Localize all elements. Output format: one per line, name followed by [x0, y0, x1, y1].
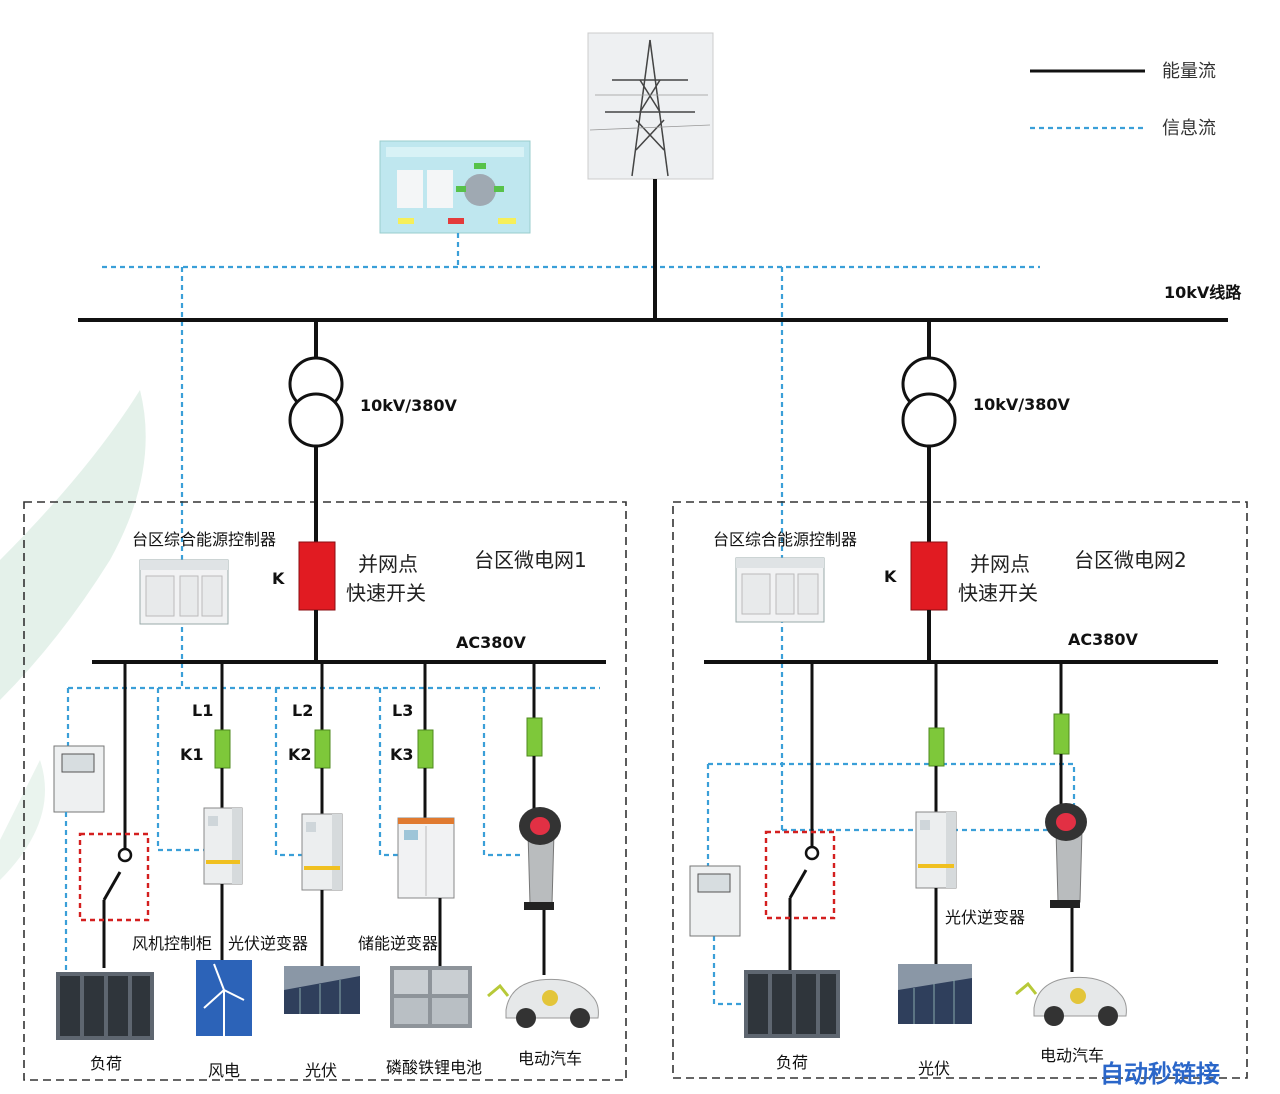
- branch-k1-label: K1: [180, 745, 204, 764]
- right-controller-label: 台区综合能源控制器: [713, 530, 857, 549]
- left-load-switch-blade: [102, 871, 122, 901]
- right-switch-label-1: 并网点: [970, 552, 1030, 576]
- pv-inverter-1-label: 光伏逆变器: [228, 934, 308, 953]
- right-load-server-image: [744, 970, 840, 1038]
- left-grid-switch: [298, 541, 336, 611]
- left-smart-meter: [53, 745, 105, 813]
- right-transformer-coil: [901, 392, 957, 448]
- left-controller-device: [139, 559, 229, 625]
- left-pv-label: 光伏: [305, 1061, 337, 1080]
- left-ev-label: 电动汽车: [518, 1049, 582, 1068]
- pv-inverter-1: [301, 813, 343, 891]
- right-smart-meter: [689, 865, 741, 937]
- left-solar-panel-image: [284, 966, 360, 1014]
- transmission-tower-image: [587, 32, 714, 180]
- pv-inverter-2-label: 光伏逆变器: [945, 908, 1025, 927]
- right-switch-k-label: K: [884, 567, 897, 586]
- left-ev-breaker: [526, 717, 543, 757]
- left-load-label: 负荷: [90, 1054, 122, 1073]
- pv-inverter-2: [915, 811, 957, 889]
- breaker-k2: [314, 729, 331, 769]
- left-ac-bus-label: AC380V: [456, 633, 527, 652]
- info-link-right-load: [712, 936, 748, 1006]
- left-controller-label: 台区综合能源控制器: [132, 530, 276, 549]
- legend-energy-label: 能量流: [1162, 61, 1216, 82]
- wind-turbine-image: [196, 960, 252, 1036]
- branch-l3-label: L3: [392, 701, 413, 720]
- left-switch-label-2: 快速开关: [346, 581, 426, 605]
- branch-k3-label: K3: [390, 745, 414, 764]
- battery-label: 磷酸铁锂电池: [386, 1058, 482, 1077]
- breaker-k1: [214, 729, 231, 769]
- branch-k2-label: K2: [288, 745, 312, 764]
- left-load-server-image: [56, 972, 154, 1040]
- background-leaf: [0, 760, 45, 880]
- right-load-label: 负荷: [776, 1053, 808, 1072]
- left-transformer-label: 10kV/380V: [360, 396, 458, 415]
- right-ev-charger: [1045, 803, 1087, 908]
- right-ev-label: 电动汽车: [1040, 1046, 1104, 1065]
- right-switch-label-2: 快速开关: [958, 581, 1038, 605]
- 10kv-line-label: 10kV线路: [1164, 283, 1242, 302]
- branch-l1-label: L1: [192, 701, 213, 720]
- microgrid-1-title: 台区微电网1: [474, 548, 587, 572]
- background-leaf: [0, 390, 146, 700]
- right-ac-bus-label: AC380V: [1068, 630, 1139, 649]
- right-load-switch-pivot: [804, 845, 820, 861]
- left-load-switch-pivot: [117, 847, 133, 863]
- wind-label: 风电: [208, 1061, 240, 1080]
- right-load-switch-blade: [788, 869, 808, 899]
- left-transformer-coil: [288, 392, 344, 448]
- right-info-bus: [708, 762, 1076, 830]
- info-link-pv-inverter: [274, 688, 302, 857]
- left-electric-car-image: [487, 978, 599, 1028]
- left-switch-label-1: 并网点: [358, 552, 418, 576]
- legend-info-label: 信息流: [1162, 118, 1216, 139]
- wind-control-cabinet: [203, 807, 243, 885]
- microgrid-1-boundary: [23, 501, 627, 1081]
- left-load-switch-box: [78, 832, 150, 922]
- right-pv-breaker: [928, 727, 945, 767]
- storage-inverter-label: 储能逆变器: [358, 934, 438, 953]
- right-load-switch-box: [764, 830, 836, 920]
- right-pv-label: 光伏: [918, 1059, 950, 1078]
- monitoring-screen-image: [379, 140, 531, 234]
- right-electric-car-image: [1015, 976, 1127, 1026]
- microgrid-2-boundary: [672, 501, 1248, 1079]
- right-controller-device: [735, 557, 825, 623]
- watermark-text: 自动秒链接: [1100, 1060, 1220, 1088]
- info-link-wind-cabinet: [156, 688, 204, 852]
- breaker-k3: [417, 729, 434, 769]
- left-ev-charger: [519, 807, 561, 910]
- microgrid-2-title: 台区微电网2: [1074, 548, 1187, 572]
- info-link-storage-inverter: [378, 688, 398, 857]
- wind-cabinet-label: 风机控制柜: [132, 934, 212, 953]
- right-ev-breaker: [1053, 713, 1070, 755]
- lfp-battery-image: [390, 966, 472, 1028]
- left-switch-k-label: K: [272, 569, 285, 588]
- right-grid-switch: [910, 541, 948, 611]
- storage-inverter: [397, 817, 455, 899]
- right-solar-panel-image: [898, 964, 972, 1024]
- right-transformer-label: 10kV/380V: [973, 395, 1071, 414]
- branch-l2-label: L2: [292, 701, 313, 720]
- info-link-left-charger: [482, 688, 522, 857]
